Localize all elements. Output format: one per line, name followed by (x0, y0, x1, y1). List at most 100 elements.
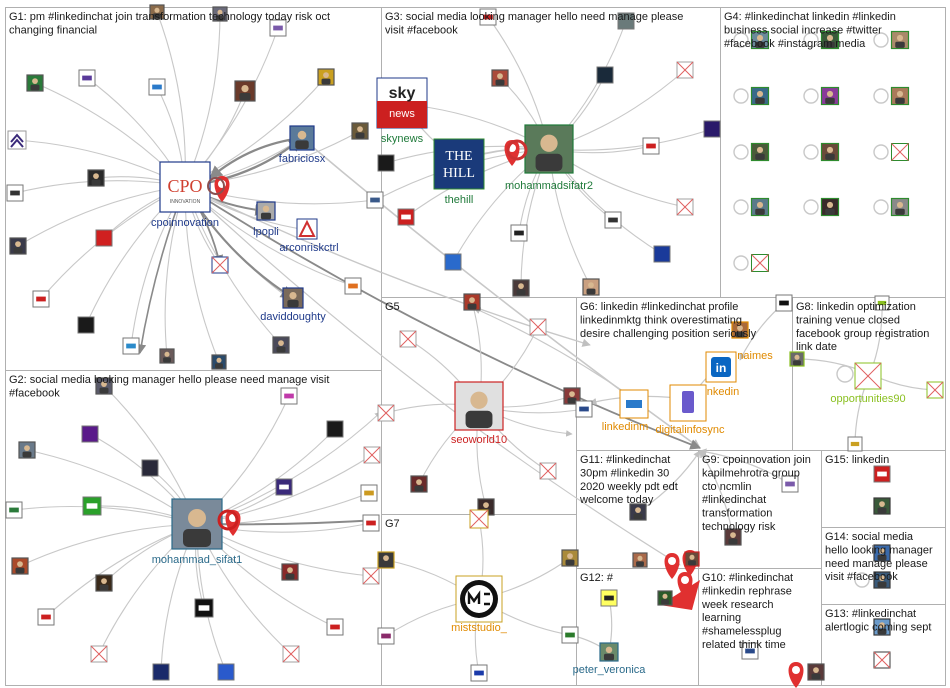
missing-image-icon[interactable] (363, 446, 381, 464)
red-logo[interactable] (326, 618, 344, 636)
company-logo[interactable] (575, 400, 593, 418)
missing-image-icon[interactable] (211, 256, 229, 274)
company-logo[interactable] (741, 642, 759, 660)
user-avatar[interactable] (807, 663, 825, 681)
orange-logo[interactable] (344, 277, 362, 295)
user-avatar[interactable] (820, 142, 840, 162)
afp-logo[interactable] (217, 663, 235, 681)
user-avatar[interactable] (463, 293, 481, 311)
espn-logo[interactable] (82, 496, 102, 516)
user-avatar[interactable] (820, 86, 840, 106)
msnbc-logo[interactable] (377, 154, 395, 172)
skynews-logo[interactable]: skynews (376, 77, 428, 129)
missing-image-icon[interactable] (399, 330, 417, 348)
sky-logo[interactable] (37, 608, 55, 626)
peter-veronica-avatar[interactable] (599, 642, 619, 662)
user-avatar[interactable] (750, 86, 770, 106)
user-avatar[interactable] (582, 278, 600, 296)
missing-image-icon[interactable] (529, 318, 547, 336)
company-logo[interactable] (781, 475, 799, 493)
nyt-logo[interactable] (510, 224, 528, 242)
missing-image-icon[interactable] (539, 462, 557, 480)
black-logo[interactable] (194, 598, 214, 618)
purple-logo[interactable] (269, 19, 287, 37)
user-avatar[interactable] (820, 197, 840, 217)
intelect-logo[interactable] (6, 184, 24, 202)
arrow-logo[interactable] (122, 337, 140, 355)
user-avatar[interactable] (890, 197, 910, 217)
tatasky-logo[interactable] (78, 69, 96, 87)
missing-image-icon[interactable] (282, 645, 300, 663)
company-logo[interactable] (604, 211, 622, 229)
red-logo[interactable] (95, 229, 113, 247)
missing-image-icon[interactable] (891, 143, 909, 161)
missing-image-icon[interactable] (926, 381, 944, 399)
missing-image-icon[interactable] (377, 404, 395, 422)
daviddoughty-avatar[interactable] (282, 287, 304, 309)
user-avatar[interactable] (820, 30, 840, 50)
user-avatar[interactable] (873, 497, 891, 515)
dark-logo[interactable] (596, 66, 614, 84)
user-avatar[interactable] (657, 590, 673, 606)
user-avatar[interactable] (11, 557, 29, 575)
user-avatar[interactable] (724, 528, 742, 546)
purple-logo[interactable] (275, 478, 293, 496)
tiktok-logo[interactable] (775, 294, 793, 312)
gray-logo[interactable] (617, 12, 635, 30)
user-avatar[interactable] (750, 142, 770, 162)
user-avatar[interactable] (561, 549, 579, 567)
navy-logo[interactable] (653, 245, 671, 263)
user-avatar[interactable] (87, 169, 105, 187)
user-avatar[interactable] (873, 618, 891, 636)
magenta-logo[interactable] (280, 387, 298, 405)
seoworld10-avatar[interactable] (454, 381, 504, 431)
lightbulb-logo[interactable] (600, 589, 618, 607)
user-avatar[interactable] (377, 551, 395, 569)
blue-logo[interactable] (152, 663, 170, 681)
user-avatar[interactable] (18, 441, 36, 459)
company-logo[interactable] (366, 191, 384, 209)
dark-logo[interactable] (141, 459, 159, 477)
user-avatar[interactable] (317, 68, 335, 86)
ycombinator-logo[interactable] (362, 514, 380, 532)
user-avatar[interactable] (750, 197, 770, 217)
cnn-logo[interactable] (642, 137, 660, 155)
linkedinm-logo[interactable] (619, 389, 649, 419)
missing-image-icon[interactable] (362, 567, 380, 585)
youtube-logo[interactable] (873, 465, 891, 483)
purple-logo[interactable] (703, 120, 721, 138)
opportunities90-missing-image[interactable] (854, 362, 882, 390)
user-avatar[interactable] (873, 544, 891, 562)
user-avatar[interactable] (491, 69, 509, 87)
user-avatar[interactable] (212, 6, 228, 22)
missing-image-icon[interactable] (90, 645, 108, 663)
user-avatar[interactable] (272, 336, 290, 354)
purple-logo[interactable] (81, 425, 99, 443)
user-avatar[interactable] (684, 551, 700, 567)
missing-image-icon[interactable] (676, 61, 694, 79)
dark-logo[interactable] (77, 316, 95, 334)
company-logo[interactable] (561, 626, 579, 644)
user-avatar[interactable] (211, 354, 227, 370)
company-logo[interactable] (5, 501, 23, 519)
user-avatar[interactable] (95, 574, 113, 592)
miststudio-logo[interactable] (455, 575, 503, 623)
d-logo[interactable] (470, 664, 488, 682)
user-avatar[interactable] (629, 503, 647, 521)
user-avatar[interactable] (563, 387, 581, 405)
missing-image-icon[interactable] (469, 509, 489, 529)
srei-logo[interactable] (32, 290, 50, 308)
user-avatar[interactable] (95, 377, 113, 395)
user-avatar[interactable] (159, 348, 175, 364)
company-logo[interactable] (874, 295, 890, 311)
user-avatar[interactable] (9, 237, 27, 255)
user-avatar[interactable] (281, 563, 299, 581)
canada-logo[interactable] (397, 208, 415, 226)
user-avatar[interactable] (890, 30, 910, 50)
user-avatar[interactable] (410, 475, 428, 493)
mohammadsifatr2-avatar[interactable] (524, 124, 574, 174)
mohammad-sifat1-avatar[interactable] (171, 498, 223, 550)
missing-image-icon[interactable] (676, 198, 694, 216)
company-logo[interactable] (148, 78, 166, 96)
